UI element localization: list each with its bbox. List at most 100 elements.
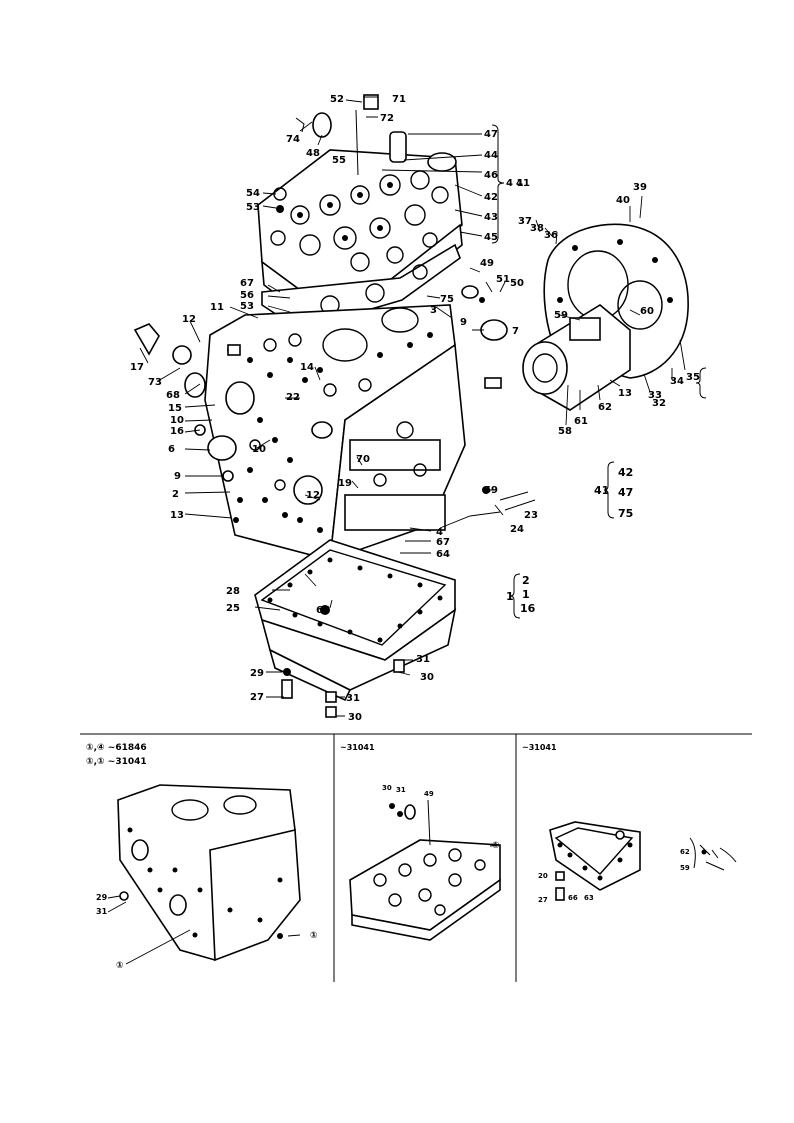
callout-number: 31 <box>416 654 430 665</box>
callout-number: 65 <box>316 605 330 616</box>
panel-1-note: ①,④ ~61846 <box>86 743 147 753</box>
panel-2-callout: 31 <box>396 786 406 794</box>
callout-number: 6 <box>168 444 175 455</box>
callout-number: 43 <box>484 212 498 223</box>
callout-number: 16 <box>170 426 184 437</box>
callout-number: 58 <box>558 426 572 437</box>
callout-number: 31 <box>346 693 360 704</box>
callout-number: 52 <box>330 94 344 105</box>
callout-number: 9 <box>174 471 181 482</box>
panel-3-callout: 20 <box>538 872 548 880</box>
callout-number: 41 <box>516 178 530 189</box>
panel-1-callout: ① <box>310 931 318 941</box>
callout-number: 64 <box>436 549 450 560</box>
callout-number: 23 <box>524 510 538 521</box>
group-1-label: 1 <box>506 590 514 603</box>
callout-number: 54 <box>246 188 260 199</box>
panel-3-callout: 27 <box>538 896 548 904</box>
callout-number: 71 <box>392 94 406 105</box>
callout-number: 50 <box>510 278 524 289</box>
callout-number: 17 <box>130 362 144 373</box>
callout-number: 10 <box>170 415 184 426</box>
callout-number: 62 <box>598 402 612 413</box>
panel-3-callout: 63 <box>584 894 594 902</box>
callout-number: 25 <box>226 603 240 614</box>
panel-2-head <box>349 799 501 941</box>
callout-number: 45 <box>484 232 498 243</box>
callout-number: 61 <box>574 416 588 427</box>
callout-number: 67 <box>436 537 450 548</box>
callout-number: 4 <box>436 527 443 538</box>
callout-number: 22 <box>286 392 300 403</box>
panel-2-callout: 49 <box>424 790 434 798</box>
callout-number: 30 <box>348 712 362 723</box>
callout-number: 67 <box>240 278 254 289</box>
callout-number: 46 <box>484 170 498 181</box>
callout-number: 33 <box>648 390 662 401</box>
callout-number: 10 <box>252 444 266 455</box>
cover-components <box>273 94 457 213</box>
panel-3-callout: 66 <box>568 894 578 902</box>
group-41-item: 47 <box>618 486 633 499</box>
panel-1-callout: 31 <box>96 907 108 916</box>
callout-number: 40 <box>616 195 630 206</box>
callout-number: 7 <box>512 326 519 337</box>
callout-number: 15 <box>168 403 182 414</box>
group-1-list: 1 2 1 16 <box>506 574 536 615</box>
callout-number: 35 <box>686 372 700 383</box>
callout-number: 47 <box>484 129 498 140</box>
callout-number: 12 <box>182 314 196 325</box>
callout-number: 2 <box>172 489 179 500</box>
callout-number: 3 <box>430 305 437 316</box>
callout-number: 9 <box>460 317 467 328</box>
group-41-item: 75 <box>618 507 633 520</box>
callout-number: 11 <box>210 302 224 313</box>
crankcase-block <box>204 304 466 562</box>
brace-label-4-1: 4 1 <box>506 178 523 189</box>
callout-number: 38 <box>530 223 544 234</box>
callout-number: 30 <box>420 672 434 683</box>
callout-number: 34 <box>670 376 684 387</box>
callout-number: 37 <box>518 216 532 227</box>
panel-3-callout: 62 <box>680 848 690 856</box>
brackets <box>491 124 707 619</box>
callout-number: 73 <box>148 377 162 388</box>
callout-number: 13 <box>618 388 632 399</box>
callout-number: 74 <box>286 134 300 145</box>
callout-number: 24 <box>510 524 524 535</box>
head-gasket <box>261 243 461 331</box>
callout-number: 69 <box>484 485 498 496</box>
callout-number: 14 <box>300 362 314 373</box>
panel-3-header: ~31041 <box>522 743 557 752</box>
small-fittings <box>133 285 536 673</box>
callout-number: 29 <box>250 668 264 679</box>
callout-number: 55 <box>332 155 346 166</box>
leader-lines <box>139 96 686 717</box>
panel-2-header: ~31041 <box>340 743 375 752</box>
panel-1-note: ①,① ~31041 <box>86 757 147 767</box>
panel-1-callout: 29 <box>96 893 108 902</box>
group-41-item: 42 <box>618 466 633 479</box>
variant-panels: ①,④ ~61846 ①,① ~31041 29 31 ① ① ~31041 <box>80 733 752 982</box>
callout-number: 12 <box>306 490 320 501</box>
callout-number: 28 <box>226 586 240 597</box>
callout-number: 60 <box>640 306 654 317</box>
callout-number: 32 <box>652 398 666 409</box>
panel-2-callout: 30 <box>382 784 392 792</box>
callout-number: 53 <box>240 301 254 312</box>
panel-3-callout: 59 <box>680 864 690 872</box>
callout-number: 53 <box>246 202 260 213</box>
callout-number: 75 <box>440 294 454 305</box>
group-41-list: 41 42 47 75 <box>594 466 633 520</box>
panel-3-oil-pan <box>549 821 737 901</box>
callout-number: 36 <box>544 230 558 241</box>
callout-number: 49 <box>480 258 494 269</box>
oil-pan <box>254 539 457 718</box>
group-41-label: 41 <box>594 484 609 497</box>
group-1-item: 16 <box>520 602 536 615</box>
callout-number: 70 <box>356 454 370 465</box>
callout-number: 68 <box>166 390 180 401</box>
callout-number: 48 <box>306 148 320 159</box>
callout-number: 44 <box>484 150 498 161</box>
group-1-item: 2 <box>522 574 530 587</box>
